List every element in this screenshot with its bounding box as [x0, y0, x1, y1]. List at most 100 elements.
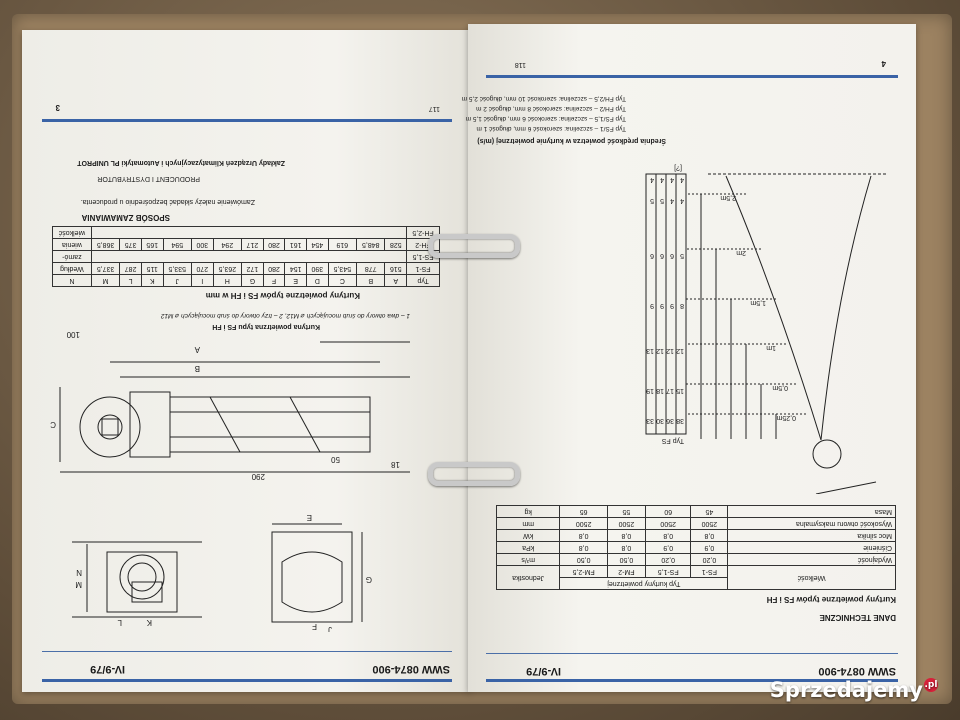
diagram-legend-4: Typ FH/2,5 – szczelina: szerokość 10 mm,… [461, 95, 626, 102]
velocity-cell: 13 [646, 347, 654, 354]
tech-heading: DANE TECHNICZNE [819, 613, 896, 622]
left-page-number-b: 3 [55, 103, 60, 112]
cell: 280 [263, 238, 285, 251]
cell: 533,5 [163, 262, 192, 275]
velocity-column-4 [645, 173, 657, 435]
cell: 2500 [691, 517, 728, 530]
cell: 0,20 [645, 553, 691, 566]
cell: L [119, 274, 142, 287]
cell: M [91, 274, 120, 287]
velocity-cell: 18 [656, 387, 664, 394]
cell: Wielkość [727, 565, 896, 590]
left-footnote: 1 – dwa otwory do śrub mocujących ⌀ M12,… [160, 312, 410, 319]
watermark-pl-badge-icon: .pl [924, 678, 938, 692]
right-page-number-a: 4 [881, 59, 886, 68]
cell: 390 [306, 262, 329, 275]
distance-label: 1,5m [750, 299, 766, 306]
velocity-cell: 30 [656, 417, 664, 424]
spec-table-row: Moc silnika 0,8 0,8 0,8 0,8 kW [496, 529, 896, 542]
order-heading: SPOSÓB ZAMAWIANIA [81, 213, 170, 222]
distance-label: 2,5m [720, 194, 736, 201]
cell: 0,8 [691, 529, 728, 542]
cell: K [141, 274, 164, 287]
cell: Masa [727, 505, 896, 518]
diagram-title: Średnia prędkość powietrza w kurtynie po… [477, 137, 666, 144]
velocity-cell: 4 [680, 197, 684, 204]
cell: Typ kurtyny powietrznej [559, 577, 728, 590]
velocity-cell: 12 [656, 347, 664, 354]
velocity-cell: 36 [666, 417, 674, 424]
order-text: Zamówienie należy składać bezpośrednio u… [80, 198, 255, 205]
cell: 280 [263, 262, 285, 275]
left-caption: Kurtyna powietrzna typu FS i FH [212, 323, 320, 330]
cell: 0,8 [645, 529, 691, 542]
cell: 55 [607, 505, 646, 518]
spec-table-row: Ciśnienie 0,9 0,9 0,8 0,8 kPa [496, 541, 896, 554]
cell: 528 [384, 238, 407, 251]
label-J: J [328, 625, 332, 632]
dimension-table-row: FS-1 516 778 543,5 390 154 280 172 263,5… [52, 262, 440, 275]
cell: B [356, 274, 385, 287]
dimension-table-header: Typ A B C D E F G H I J K L M N [52, 274, 440, 287]
cell: 337,5 [91, 262, 120, 275]
velocity-header-cell: Typ FS [661, 437, 684, 444]
binder-ring-top [428, 234, 520, 258]
velocity-cell: 15 [676, 387, 684, 394]
velocity-cell: 5 [650, 197, 654, 204]
velocity-cell: 6 [650, 252, 654, 259]
cell: 45 [691, 505, 728, 518]
cell: m³/s [496, 553, 560, 566]
velocity-cell: 8 [680, 302, 684, 309]
label-K: K [146, 618, 152, 627]
jet-boundary-left [820, 175, 872, 441]
left-page-number-a: 117 [428, 105, 440, 112]
velocity-cell: 38 [676, 417, 684, 424]
cell: 368,5 [91, 238, 120, 251]
velocity-cell: 33 [646, 417, 654, 424]
label-F: F [312, 622, 317, 631]
velocity-cell: 9 [660, 302, 664, 309]
cell: 454 [306, 238, 329, 251]
label-E: E [307, 513, 312, 522]
left-doc-code: SWW 0874-900 [372, 663, 450, 675]
cell: 375 [119, 238, 142, 251]
binder-ring-bottom [428, 462, 520, 486]
dim-A: A [194, 345, 200, 354]
right-top-thin-rule [486, 653, 898, 654]
cell: 65 [559, 505, 608, 518]
left-front-view-drawing: A B 290 100 C 18 50 [50, 332, 410, 481]
cell: G [241, 274, 264, 287]
cell: 263,5 [213, 262, 242, 275]
label-M: M [75, 580, 82, 589]
cell: wielkość [52, 226, 92, 239]
label-L: L [117, 618, 122, 627]
cell: Jednostka [496, 565, 560, 590]
velocity-cell: 4 [670, 176, 674, 183]
cell: 161 [284, 238, 307, 251]
dim-C: C [50, 420, 56, 429]
cell: 0,8 [559, 529, 608, 542]
dimension-table-row: FH-2,5 wielkość [52, 226, 440, 239]
cell: Według [52, 262, 92, 275]
cell [91, 226, 407, 239]
air-velocity-diagram: Typ FS 38 36 30 33 15 17 18 19 12 12 12 … [645, 164, 886, 494]
left-bottom-rule [42, 119, 452, 122]
jet-boundary-right [725, 175, 822, 441]
spec-table-group-row: Wielkość Typ kurtyny powietrznej Jednost… [496, 565, 896, 590]
cell: Wydajność [727, 553, 896, 566]
cell: F [263, 274, 285, 287]
spec-table-row: Masa 45 60 55 65 kg [496, 505, 896, 518]
cell: 165 [141, 238, 164, 251]
cell: 217 [241, 238, 264, 251]
cell: 300 [191, 238, 214, 251]
cell: FM-2,5 [559, 565, 608, 578]
cell: 2500 [645, 517, 691, 530]
right-doc-code: SWW 0874-900 [818, 665, 896, 677]
dimension-table: Typ A B C D E F G H I J K L M N [52, 226, 440, 287]
left-page-content: SWW 0874-900 IV-9/79 [22, 30, 470, 692]
cell: kW [496, 529, 560, 542]
distance-label: 0,25m [776, 414, 796, 421]
cell: 0,50 [559, 553, 608, 566]
velocity-cell: 17 [666, 387, 674, 394]
